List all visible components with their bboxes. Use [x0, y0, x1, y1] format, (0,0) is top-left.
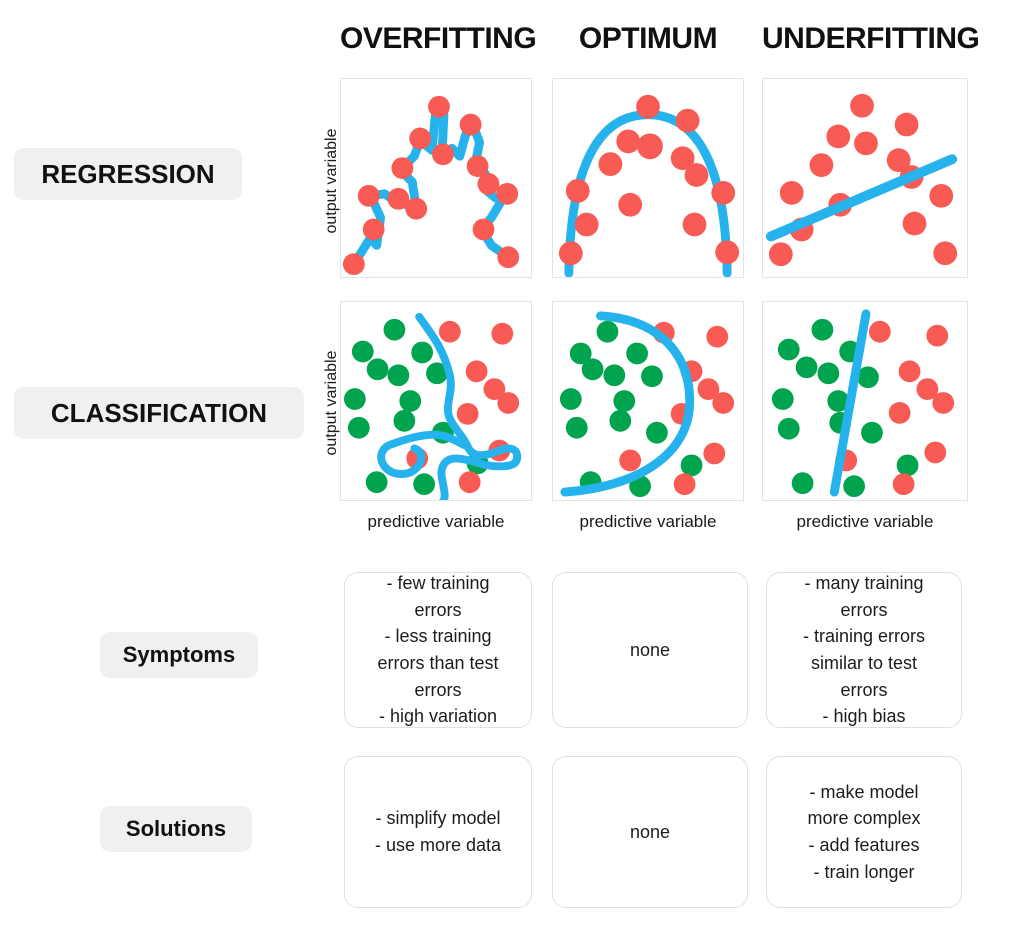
- chart-classification-optimum: [552, 301, 744, 501]
- chart-svg-classification-optimum: [559, 311, 735, 498]
- solutions-text-overfitting: - simplify model - use more data: [374, 808, 502, 855]
- x-axis-label-optimum: predictive variable: [579, 512, 717, 531]
- column-header-optimum: OPTIMUM: [578, 22, 718, 55]
- solutions-text-optimum: none: [629, 821, 671, 842]
- data-points-green: [343, 318, 489, 496]
- data-points-red: [835, 320, 955, 496]
- solutions-card-optimum: none: [552, 756, 748, 908]
- fit-line-straight: [765, 154, 958, 242]
- solutions-card-underfitting: - make model more complex - add features…: [766, 756, 962, 908]
- chart-regression-overfitting: [340, 78, 532, 278]
- data-points-green: [771, 318, 919, 498]
- data-points-green: [559, 320, 703, 498]
- data-points-red: [558, 94, 740, 266]
- chart-classification-overfitting: [340, 301, 532, 501]
- y-axis-label-classification: output variable: [323, 350, 340, 456]
- data-points-red: [406, 320, 520, 494]
- data-points-red: [342, 95, 520, 276]
- chart-regression-optimum: [552, 78, 744, 278]
- solutions-card-overfitting: - simplify model - use more data: [344, 756, 532, 908]
- symptoms-card-optimum: none: [552, 572, 748, 728]
- decision-boundary-arc: [560, 311, 695, 497]
- x-axis-label-underfitting: predictive variable: [796, 512, 934, 531]
- row-label-regression: REGRESSION: [14, 148, 242, 200]
- decision-boundary-wiggly: [377, 312, 522, 500]
- chart-svg-classification-underfitting: [771, 309, 955, 498]
- chart-svg-classification-overfitting: [343, 312, 522, 500]
- fit-curve-wiggly: [349, 104, 510, 269]
- solutions-text-underfitting: - make model more complex - add features…: [807, 781, 921, 882]
- column-header-underfitting: UNDERFITTING: [762, 22, 980, 55]
- data-points-red: [768, 93, 958, 267]
- row-label-solutions: Solutions: [100, 806, 252, 852]
- column-headers: OVERFITTING OPTIMUM UNDERFITTING: [0, 22, 1024, 66]
- x-axis-label-overfitting: predictive variable: [367, 512, 505, 531]
- decision-boundary-line: [829, 309, 871, 497]
- chart-svg-regression-overfitting: [342, 95, 520, 276]
- symptoms-text-overfitting: - few training errors - less training er…: [377, 573, 499, 727]
- symptoms-text-underfitting: - many training errors - training errors…: [802, 573, 926, 727]
- chart-svg-regression-optimum: [558, 94, 740, 277]
- symptoms-card-underfitting: - many training errors - training errors…: [766, 572, 962, 728]
- chart-regression-underfitting: [762, 78, 968, 278]
- symptoms-card-overfitting: - few training errors - less training er…: [344, 572, 532, 728]
- column-header-overfitting: OVERFITTING: [340, 22, 537, 55]
- chart-svg-regression-underfitting: [765, 93, 958, 267]
- symptoms-text-optimum: none: [629, 639, 671, 660]
- row-label-classification: CLASSIFICATION: [14, 387, 304, 439]
- row-label-symptoms: Symptoms: [100, 632, 258, 678]
- y-axis-label-regression: output variable: [323, 128, 340, 234]
- chart-classification-underfitting: [762, 301, 968, 501]
